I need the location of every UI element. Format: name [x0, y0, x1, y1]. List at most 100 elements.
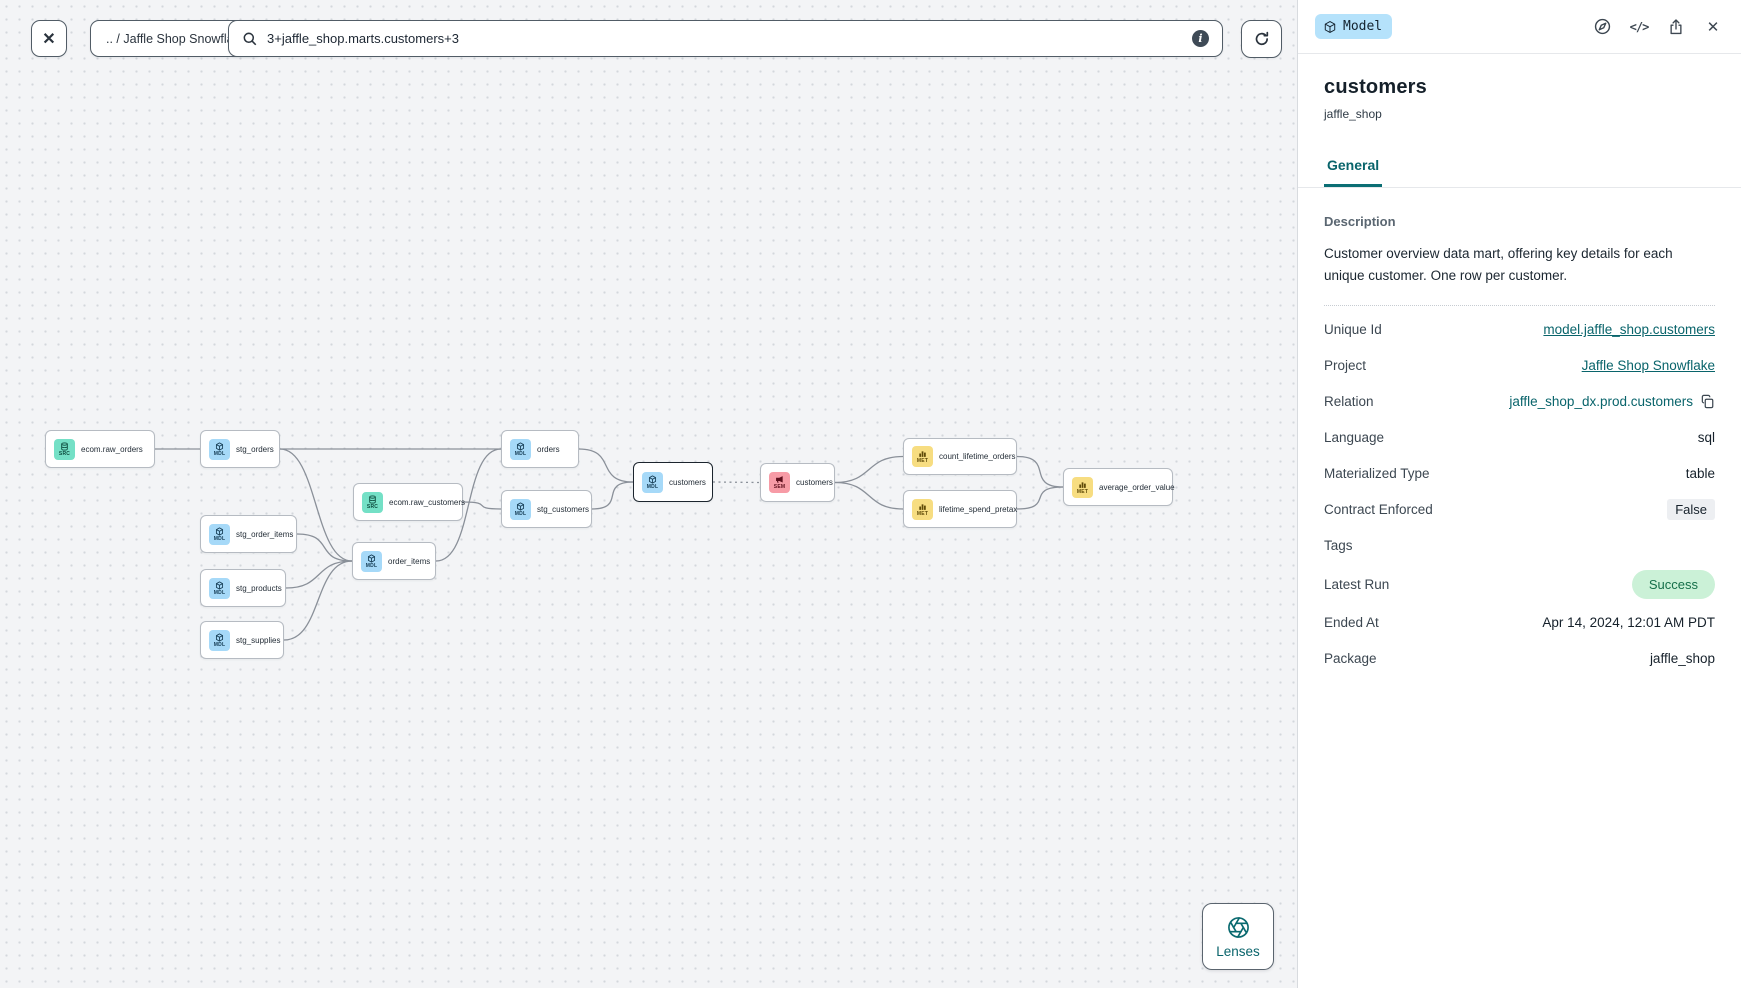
page-title: customers	[1324, 76, 1427, 98]
node-kind-tag: SRC	[366, 503, 379, 510]
node-kind-tag: MDL	[646, 483, 659, 490]
edge-layer	[155, 448, 1064, 641]
met-type-icon: MET	[912, 498, 933, 520]
graph-node-mdl-stg-products[interactable]: MDL stg_products	[200, 569, 286, 607]
lineage-edge	[712, 481, 761, 484]
sem-type-icon: SEM	[769, 472, 790, 493]
field-link-unique-id[interactable]: model.jaffle_shop.customers	[1543, 322, 1715, 338]
graph-node-met-lifetime-spend-pretax[interactable]: MET lifetime_spend_pretax	[903, 490, 1017, 528]
src-type-icon: SRC	[362, 491, 383, 513]
dotted-divider	[1324, 304, 1715, 306]
panel-header-icons: </> ✕	[1591, 16, 1724, 38]
field-label: Contract Enforced	[1324, 502, 1433, 518]
node-label: lifetime_spend_pretax	[939, 504, 1018, 514]
field-label: Latest Run	[1324, 576, 1390, 592]
description-label: Description	[1324, 214, 1396, 229]
model-cube-icon	[1323, 20, 1337, 34]
field-label: Project	[1324, 358, 1367, 374]
tab-general[interactable]: General	[1324, 147, 1383, 187]
lineage-edge	[435, 448, 502, 562]
node-label: stg_orders	[236, 444, 274, 454]
field-row-latest-run: Latest Run Success	[1324, 569, 1715, 599]
panel-tabs: General	[1298, 147, 1741, 188]
graph-node-mdl-stg-orders[interactable]: MDL stg_orders	[200, 430, 280, 468]
panel-title-block: customers jaffle_shop	[1298, 54, 1741, 121]
mdl-type-icon: MDL	[209, 577, 230, 599]
status-pill-success: Success	[1631, 569, 1715, 599]
graph-node-mdl-stg-supplies[interactable]: MDL stg_supplies	[200, 621, 284, 659]
node-label: stg_supplies	[236, 635, 281, 645]
graph-node-src-ecom-raw-customers[interactable]: SRC ecom.raw_customers	[353, 483, 466, 521]
field-row-package: Package jaffle_shop	[1324, 647, 1715, 671]
field-value-materialized-type: table	[1685, 466, 1715, 482]
lineage-edge	[283, 560, 353, 641]
node-label: ecom.raw_customers	[389, 497, 466, 507]
node-label: orders	[537, 444, 560, 454]
node-kind-tag: MDL	[365, 562, 378, 569]
lineage-edge	[285, 560, 353, 589]
graph-node-mdl-customers[interactable]: MDL customers	[633, 462, 713, 502]
lineage-edge	[591, 481, 634, 510]
field-row-project: Project Jaffle Shop Snowflake	[1324, 354, 1715, 378]
node-label: stg_products	[236, 583, 282, 593]
info-icon[interactable]: i	[1192, 30, 1209, 47]
node-label: average_order_value	[1099, 482, 1175, 492]
code-icon[interactable]: </>	[1629, 19, 1650, 34]
node-label: count_lifetime_orders	[939, 452, 1016, 461]
lenses-button[interactable]: Lenses	[1202, 903, 1274, 970]
field-row-contract-enforced: Contract Enforced False	[1324, 498, 1715, 522]
graph-node-mdl-stg-customers[interactable]: MDL stg_customers	[501, 490, 592, 528]
field-value-ended-at: Apr 14, 2024, 12:01 AM PDT	[1542, 615, 1715, 631]
node-kind-tag: MDL	[514, 510, 527, 517]
lineage-edge	[834, 481, 904, 510]
node-label: customers	[796, 478, 833, 487]
refresh-lineage-button[interactable]	[1241, 20, 1282, 58]
field-label: Unique Id	[1324, 322, 1382, 338]
close-panel-icon[interactable]: ✕	[1706, 18, 1720, 36]
lineage-edge	[462, 501, 502, 510]
lenses-aperture-icon	[1226, 915, 1251, 940]
description-text: Customer overview data mart, offering ke…	[1324, 246, 1673, 284]
mdl-type-icon: MDL	[209, 523, 230, 545]
node-kind-tag: MET	[916, 510, 929, 517]
field-label: Package	[1324, 651, 1377, 667]
node-kind-tag: SEM	[773, 484, 786, 490]
node-kind-tag: MDL	[213, 589, 226, 596]
graph-node-sem-customers[interactable]: SEM customers	[760, 463, 835, 502]
lineage-selector-input[interactable]	[267, 31, 1183, 46]
refresh-icon	[1253, 30, 1271, 48]
package-subtitle: jaffle_shop	[1324, 107, 1382, 121]
copy-icon[interactable]	[1700, 394, 1715, 409]
mdl-type-icon: MDL	[209, 438, 230, 460]
close-lineage-button[interactable]: ✕	[31, 20, 67, 57]
mdl-type-icon: MDL	[209, 629, 230, 651]
detail-panel: Model </> ✕ customers jaffle_shop	[1297, 0, 1741, 988]
field-label: Language	[1324, 430, 1385, 446]
lineage-edge	[1016, 486, 1064, 510]
field-link-project[interactable]: Jaffle Shop Snowflake	[1581, 358, 1715, 374]
share-icon[interactable]	[1665, 16, 1687, 38]
field-value-relation: jaffle_shop_dx.prod.customers	[1509, 394, 1715, 409]
resource-type-label: Model	[1343, 19, 1383, 34]
lineage-edge	[296, 533, 353, 562]
mdl-type-icon: MDL	[361, 550, 382, 572]
explore-compass-icon[interactable]	[1591, 16, 1613, 38]
field-row-unique-id: Unique Id model.jaffle_shop.customers	[1324, 318, 1715, 342]
lenses-label: Lenses	[1216, 943, 1260, 959]
field-value-package: jaffle_shop	[1649, 651, 1715, 667]
panel-body: Description Customer overview data mart,…	[1298, 188, 1741, 683]
node-label: customers	[669, 477, 706, 487]
field-badge-contract-enforced: False	[1667, 499, 1715, 521]
node-label: stg_customers	[537, 504, 590, 514]
